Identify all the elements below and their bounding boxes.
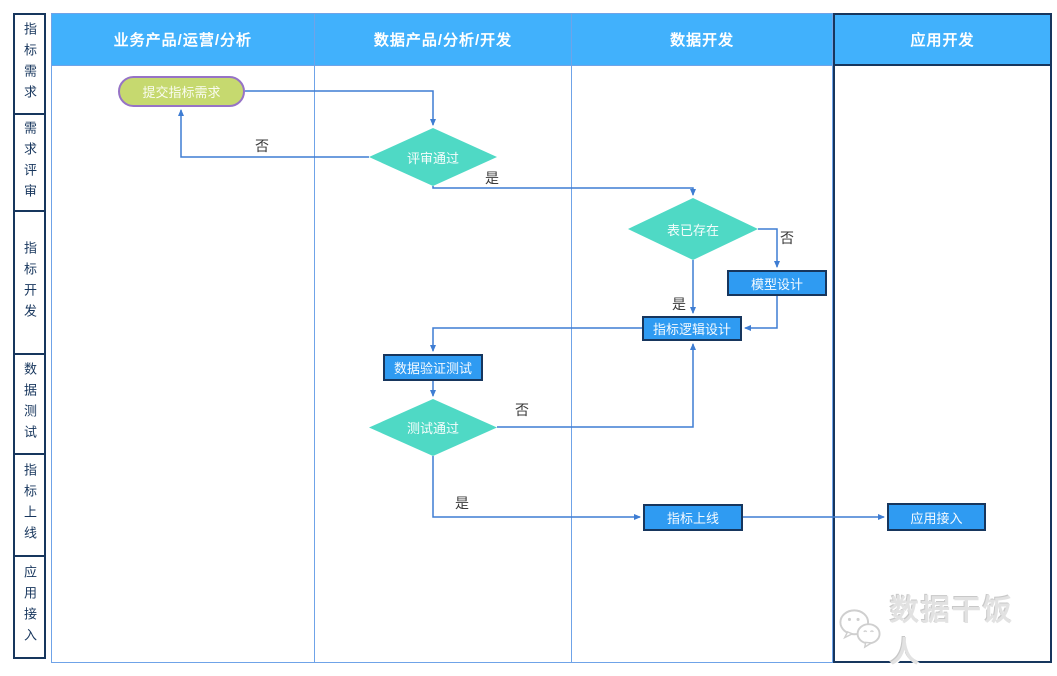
node-model-design: 模型设计 <box>727 270 827 296</box>
column-header-business-product: 业务产品/运营/分析 <box>52 14 314 66</box>
lane-label: 需求评审 <box>22 120 37 205</box>
lane-label: 数据测试 <box>22 362 37 446</box>
main-pool: 业务产品/运营/分析 数据产品/分析/开发 数据开发 <box>51 13 833 663</box>
watermark-text: 数据干饭人 <box>889 595 1014 669</box>
lane-requirement-review: 需求评审 <box>13 113 46 212</box>
node-submit-metric-requirement: 提交指标需求 <box>118 76 245 107</box>
lane-app-access: 应用接入 <box>13 555 46 659</box>
node-data-validation-test: 数据验证测试 <box>383 354 483 381</box>
edge-label-test-yes: 是 <box>455 495 469 511</box>
column-header-app-development: 应用开发 <box>835 15 1050 66</box>
column-data-development: 数据开发 <box>572 14 832 662</box>
node-metric-logic-design: 指标逻辑设计 <box>642 316 742 341</box>
edge-label-review-yes: 是 <box>485 170 499 186</box>
column-header-data-product: 数据产品/分析/开发 <box>314 14 572 66</box>
lane-metric-development: 指标开发 <box>13 210 46 355</box>
column-header-data-development: 数据开发 <box>572 14 832 66</box>
column-data-product: 数据产品/分析/开发 <box>314 14 573 662</box>
watermark: 数据干饭人 <box>838 595 1038 669</box>
column-business-product: 业务产品/运营/分析 <box>52 14 315 662</box>
edge-label-test-no: 否 <box>515 402 529 418</box>
lane-label: 应用接入 <box>22 565 37 649</box>
lane-metric-launch: 指标上线 <box>13 453 46 557</box>
lane-metric-requirement: 指标需求 <box>13 13 46 115</box>
edge-label-table-exists-no: 否 <box>780 230 794 246</box>
lane-label: 指标开发 <box>22 240 37 325</box>
edge-label-review-no: 否 <box>255 138 269 154</box>
node-metric-launch: 指标上线 <box>643 504 743 531</box>
column-app-development: 应用开发 <box>833 13 1052 663</box>
wechat-icon <box>839 609 881 649</box>
lane-label: 指标需求 <box>22 22 37 106</box>
lane-label: 指标上线 <box>22 463 37 547</box>
phase-lane-column: 指标需求 需求评审 指标开发 数据测试 指标上线 应用接入 <box>13 13 46 663</box>
lane-data-testing: 数据测试 <box>13 353 46 455</box>
node-app-integration: 应用接入 <box>887 503 986 531</box>
edge-label-table-exists-yes: 是 <box>672 296 686 312</box>
